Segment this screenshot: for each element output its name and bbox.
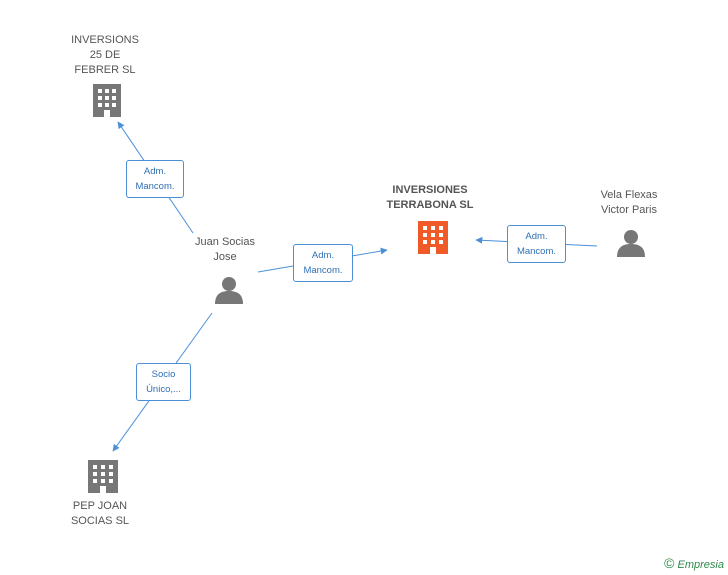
edge-label-juan-inversions25[interactable]: Adm. Mancom. [126, 160, 184, 198]
copyright-icon: © [664, 555, 675, 571]
edge-label-line1: Socio [151, 369, 176, 380]
person-icon[interactable] [617, 230, 645, 257]
main-building-icon[interactable] [418, 221, 448, 254]
edge-label-line2: Mancom. [516, 246, 557, 257]
node-label-pep[interactable]: PEP JOAN SOCIAS SL [70, 500, 130, 527]
edge-label-line1: Adm. [525, 231, 548, 242]
edge-label-juan-pep[interactable]: Socio Único,... [136, 363, 191, 401]
edge-label-juan-terrabona[interactable]: Adm. Mancom. [293, 244, 353, 282]
edge-label-line1: Adm. [143, 166, 167, 177]
node-label-inversions-25[interactable]: INVERSIONS 25 DE FEBRER SL [71, 34, 139, 76]
brand-footer: © Empresia [664, 555, 724, 571]
edge-label-line2: Único,... [146, 384, 181, 395]
node-label-vela[interactable]: Vela Flexas Victor Paris [600, 189, 658, 216]
brand-name: Empresia [677, 559, 724, 571]
edge-label-line2: Mancom. [303, 265, 343, 276]
building-icon[interactable] [93, 84, 121, 117]
edge-label-line1: Adm. [311, 250, 335, 261]
node-label-terrabona[interactable]: INVERSIONES TERRABONA SL [386, 184, 474, 211]
person-icon[interactable] [215, 277, 243, 304]
building-icon[interactable] [88, 460, 118, 493]
node-label-juan[interactable]: Juan Socias Jose [195, 236, 255, 263]
edge-label-vela-terrabona[interactable]: Adm. Mancom. [507, 225, 566, 263]
edge-label-line2: Mancom. [135, 181, 175, 192]
